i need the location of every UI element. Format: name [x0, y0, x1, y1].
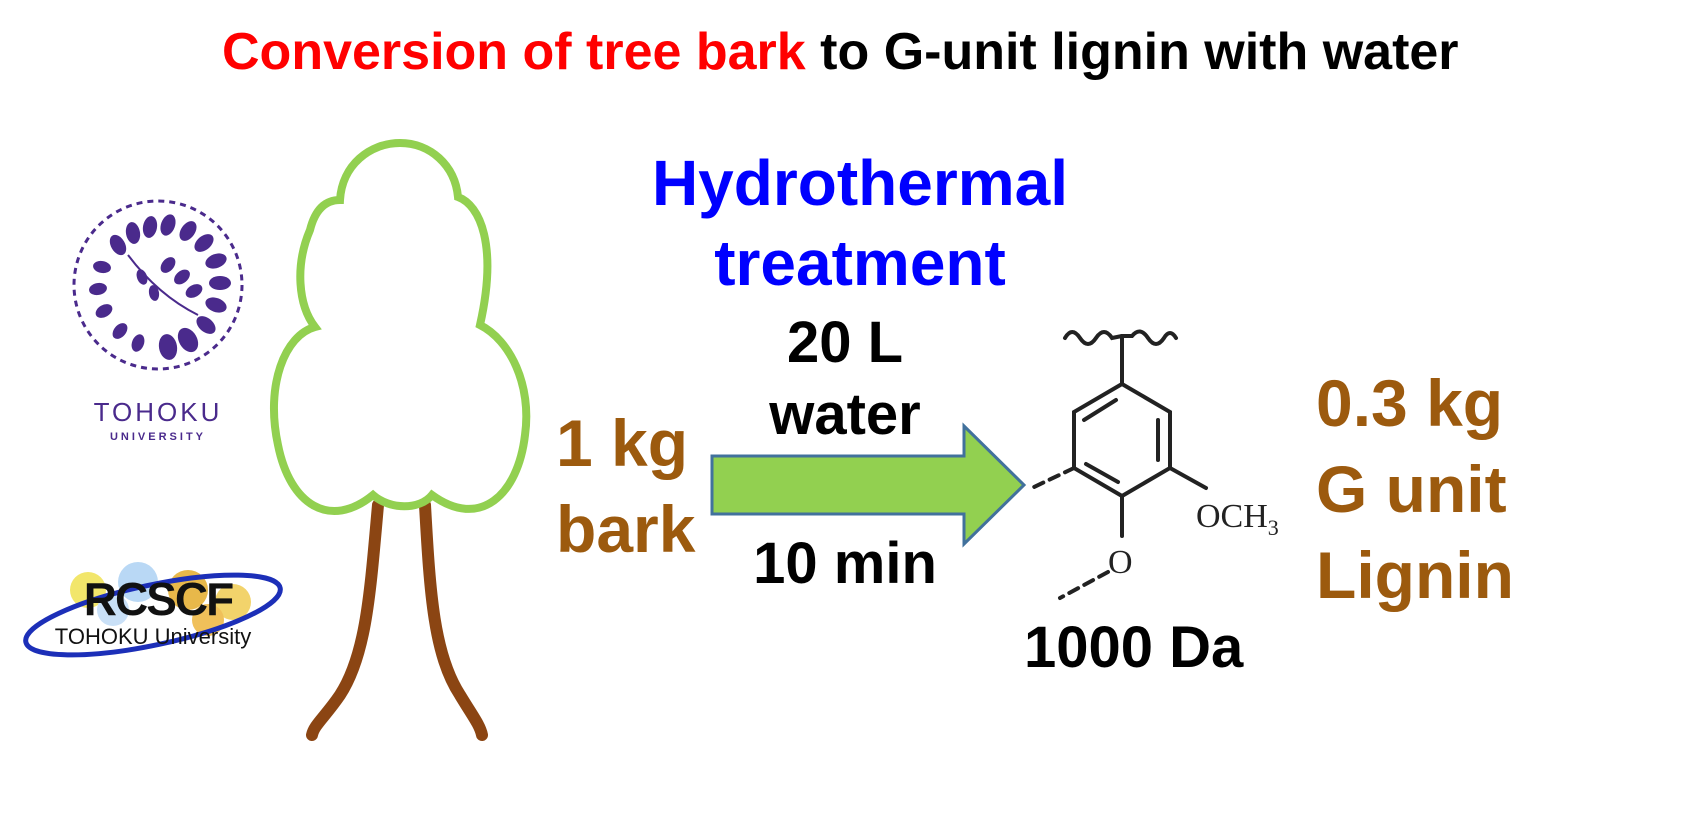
rcscf-name: RCSCF [83, 573, 234, 625]
water-amount: 20 L water [710, 307, 980, 451]
process-arrow [710, 422, 1027, 548]
input-quantity: 1 kg bark [556, 400, 726, 572]
rcscf-sub: TOHOKU University [54, 624, 252, 649]
rcscf-logo: RCSCF TOHOKU University [18, 560, 288, 670]
method-line1: Hydrothermal [651, 147, 1069, 219]
output-quantity: 0.3 kg G unit Lignin [1316, 360, 1616, 618]
reaction-time: 10 min [753, 531, 937, 596]
tohoku-name: TOHOKU [93, 397, 223, 427]
input-material: bark [556, 492, 696, 566]
title-highlight: Conversion of tree bark [222, 23, 806, 81]
tohoku-emblem-icon [72, 199, 244, 371]
method-line2: treatment [714, 227, 1006, 299]
tohoku-university-logo: TOHOKU UNIVERSITY [58, 185, 258, 455]
och3-subscript: 3 [1267, 514, 1279, 540]
rcscf-emblem-icon [23, 562, 283, 658]
ether-oxygen-label: O [1108, 544, 1133, 581]
water-label: water [769, 382, 921, 447]
output-mass: 0.3 kg [1316, 366, 1504, 440]
water-volume: 20 L [786, 310, 904, 375]
tree-illustration [269, 138, 531, 741]
title-rest: to G-unit lignin with water [805, 23, 1459, 81]
output-material: Lignin [1316, 538, 1514, 612]
tree-canopy [269, 138, 531, 515]
g-unit-lignin-structure [1030, 329, 1208, 600]
och3-label: OCH3 [1196, 498, 1279, 541]
diagram-title: Conversion of tree bark to G-unit lignin… [0, 22, 1684, 82]
tree-trunk-left [306, 499, 384, 741]
output-unit-type: G unit [1316, 452, 1507, 526]
input-mass: 1 kg [556, 406, 689, 480]
och3-text: OCH [1196, 498, 1268, 535]
process-method: Hydrothermal treatment [620, 143, 1100, 303]
tree-trunk-right [419, 499, 488, 741]
tohoku-sub: UNIVERSITY [109, 431, 206, 443]
molecular-mass: 1000 Da [1024, 615, 1244, 680]
